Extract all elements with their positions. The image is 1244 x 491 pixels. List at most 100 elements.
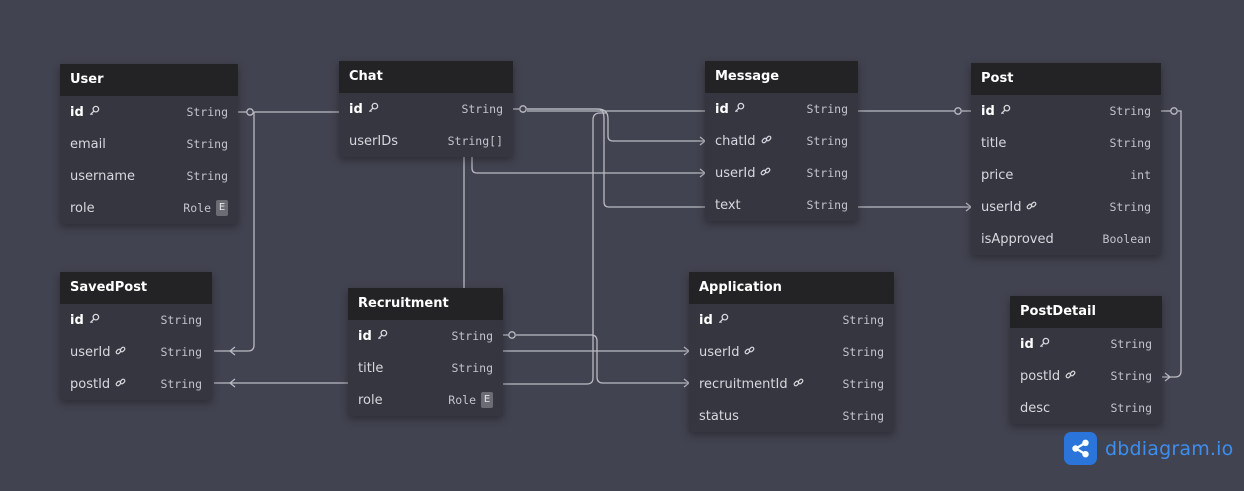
field-row-userids[interactable]: userIDs String[]	[339, 125, 513, 157]
field-type: String	[842, 345, 884, 359]
enum-badge[interactable]: E	[216, 200, 228, 216]
field-row-id[interactable]: id String	[60, 304, 212, 336]
field-row-userid[interactable]: userId String	[971, 191, 1161, 223]
one-end-marker	[1170, 107, 1178, 115]
field-type: String[]	[447, 134, 503, 148]
field-type: String	[160, 345, 202, 359]
field-row-title[interactable]: title String	[971, 127, 1161, 159]
edge-chat-message-userid[interactable]	[471, 157, 705, 174]
field-name-text: title	[981, 135, 1007, 151]
field-type: String	[1109, 200, 1151, 214]
table-header[interactable]: Application	[689, 272, 894, 304]
field-name: role	[70, 201, 183, 216]
key-icon	[372, 329, 388, 344]
field-name-text: id	[981, 103, 995, 119]
field-name: id	[715, 102, 806, 117]
field-name: userId	[70, 345, 160, 360]
brand-logo-area[interactable]: dbdiagram.io	[1064, 432, 1233, 465]
edge-recruitment-application[interactable]	[516, 334, 689, 384]
edge-chat-message-text[interactable]	[527, 108, 705, 208]
table-header[interactable]: SavedPost	[60, 272, 212, 304]
edge-user-savedpost[interactable]	[214, 112, 255, 352]
field-name: id	[1020, 337, 1110, 352]
field-type: String	[160, 313, 202, 327]
field-name: chatId	[715, 134, 806, 149]
link-icon	[756, 134, 772, 149]
field-row-username[interactable]: username String	[60, 160, 238, 192]
table-header[interactable]: Recruitment	[348, 288, 503, 320]
key-icon	[729, 102, 745, 117]
edge-chat-message-chatid[interactable]	[527, 108, 705, 142]
table-header[interactable]: PostDetail	[1010, 296, 1162, 328]
enum-badge[interactable]: E	[481, 392, 493, 408]
field-name: desc	[1020, 401, 1110, 416]
edge-recruitment-lane[interactable]	[503, 112, 606, 385]
field-name: role	[358, 393, 448, 408]
field-name: id	[349, 102, 461, 117]
field-type: String	[1109, 136, 1151, 150]
table-header[interactable]: Message	[705, 61, 858, 93]
field-type: String	[186, 169, 228, 183]
share-nodes-icon	[1064, 432, 1097, 465]
field-type: String	[1110, 369, 1152, 383]
table-header[interactable]: Post	[971, 63, 1161, 95]
link-icon	[110, 377, 126, 392]
field-row-id[interactable]: id String	[689, 304, 894, 336]
field-name-text: title	[358, 360, 384, 376]
field-name-text: username	[70, 168, 135, 184]
key-icon	[1034, 337, 1050, 352]
field-name-text: id	[70, 104, 84, 120]
field-name-text: id	[699, 312, 713, 328]
table-header[interactable]: User	[60, 64, 238, 96]
field-name: id	[70, 105, 186, 120]
field-name: isApproved	[981, 232, 1103, 247]
field-name: id	[981, 104, 1109, 119]
field-type: String	[842, 313, 884, 327]
field-row-id[interactable]: id String	[705, 93, 858, 125]
field-type: String	[806, 102, 848, 116]
field-name-text: role	[70, 200, 95, 216]
link-icon	[110, 345, 126, 360]
field-type: String	[186, 105, 228, 119]
field-name-text: id	[70, 312, 84, 328]
field-name-text: postId	[70, 376, 111, 392]
key-icon	[363, 102, 379, 117]
many-end-marker	[1164, 372, 1172, 382]
field-type: String	[451, 329, 493, 343]
field-name-text: id	[715, 101, 729, 117]
field-name-text: userIDs	[349, 133, 398, 149]
table-header[interactable]: Chat	[339, 61, 513, 93]
field-row-id[interactable]: id String	[60, 96, 238, 128]
field-name-text: userId	[981, 199, 1022, 215]
edge-post-postdetail[interactable]	[1162, 110, 1182, 378]
field-name-text: chatId	[715, 133, 756, 149]
